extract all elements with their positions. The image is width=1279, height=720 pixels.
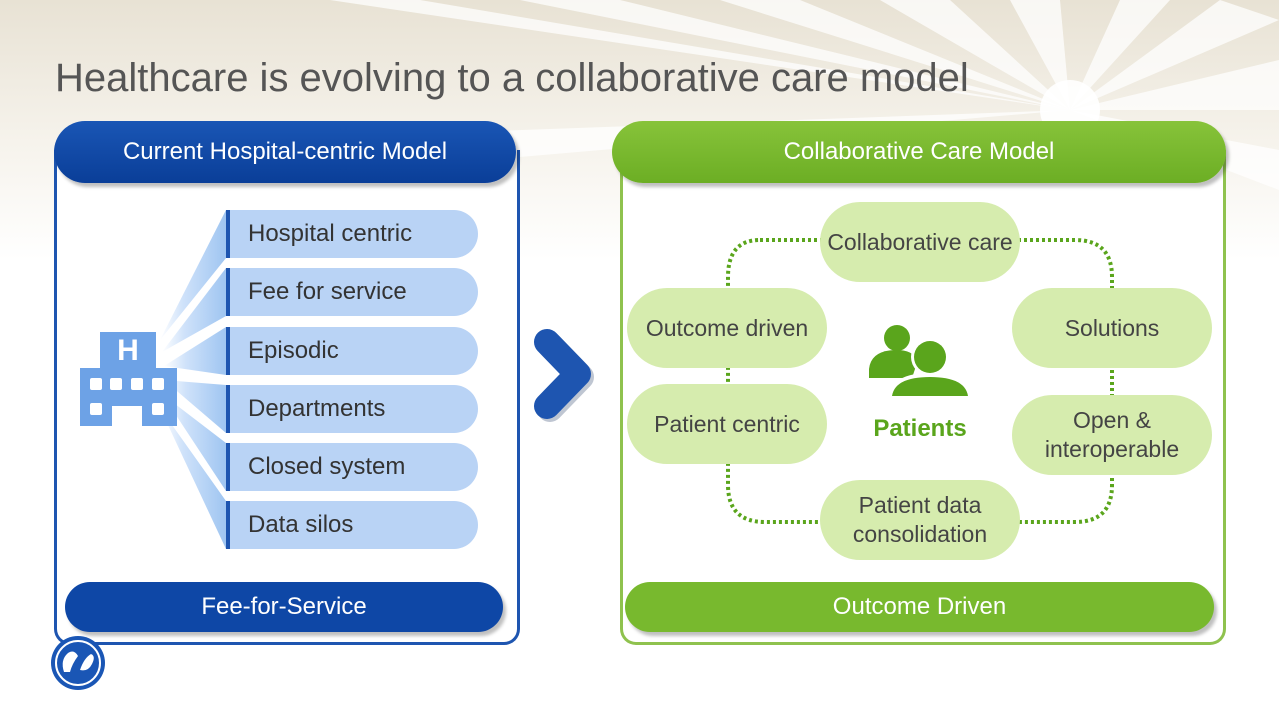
collaborative-model-header: Collaborative Care Model	[612, 121, 1226, 183]
node-patient-centric: Patient centric	[627, 384, 827, 464]
patients-label: Patients	[873, 415, 967, 442]
node-outcome-driven: Outcome driven	[627, 288, 827, 368]
node-patient-data-consolidation: Patient data consolidation	[820, 480, 1020, 560]
list-item: Episodic	[226, 327, 478, 375]
list-item: Fee for service	[226, 268, 478, 316]
current-model-header: Current Hospital-centric Model	[54, 121, 516, 183]
node-solutions: Solutions	[1012, 288, 1212, 368]
fee-for-service-footer: Fee-for-Service	[65, 582, 503, 632]
list-item: Data silos	[226, 501, 478, 549]
list-item: Hospital centric	[226, 210, 478, 258]
list-item: Closed system	[226, 443, 478, 491]
outcome-driven-footer: Outcome Driven	[625, 582, 1214, 632]
list-item: Departments	[226, 385, 478, 433]
hospital-letter: H	[117, 334, 139, 367]
node-collaborative-care: Collaborative care	[820, 202, 1020, 282]
node-open-interoperable: Open & interoperable	[1012, 395, 1212, 475]
slide-title: Healthcare is evolving to a collaborativ…	[55, 56, 969, 100]
